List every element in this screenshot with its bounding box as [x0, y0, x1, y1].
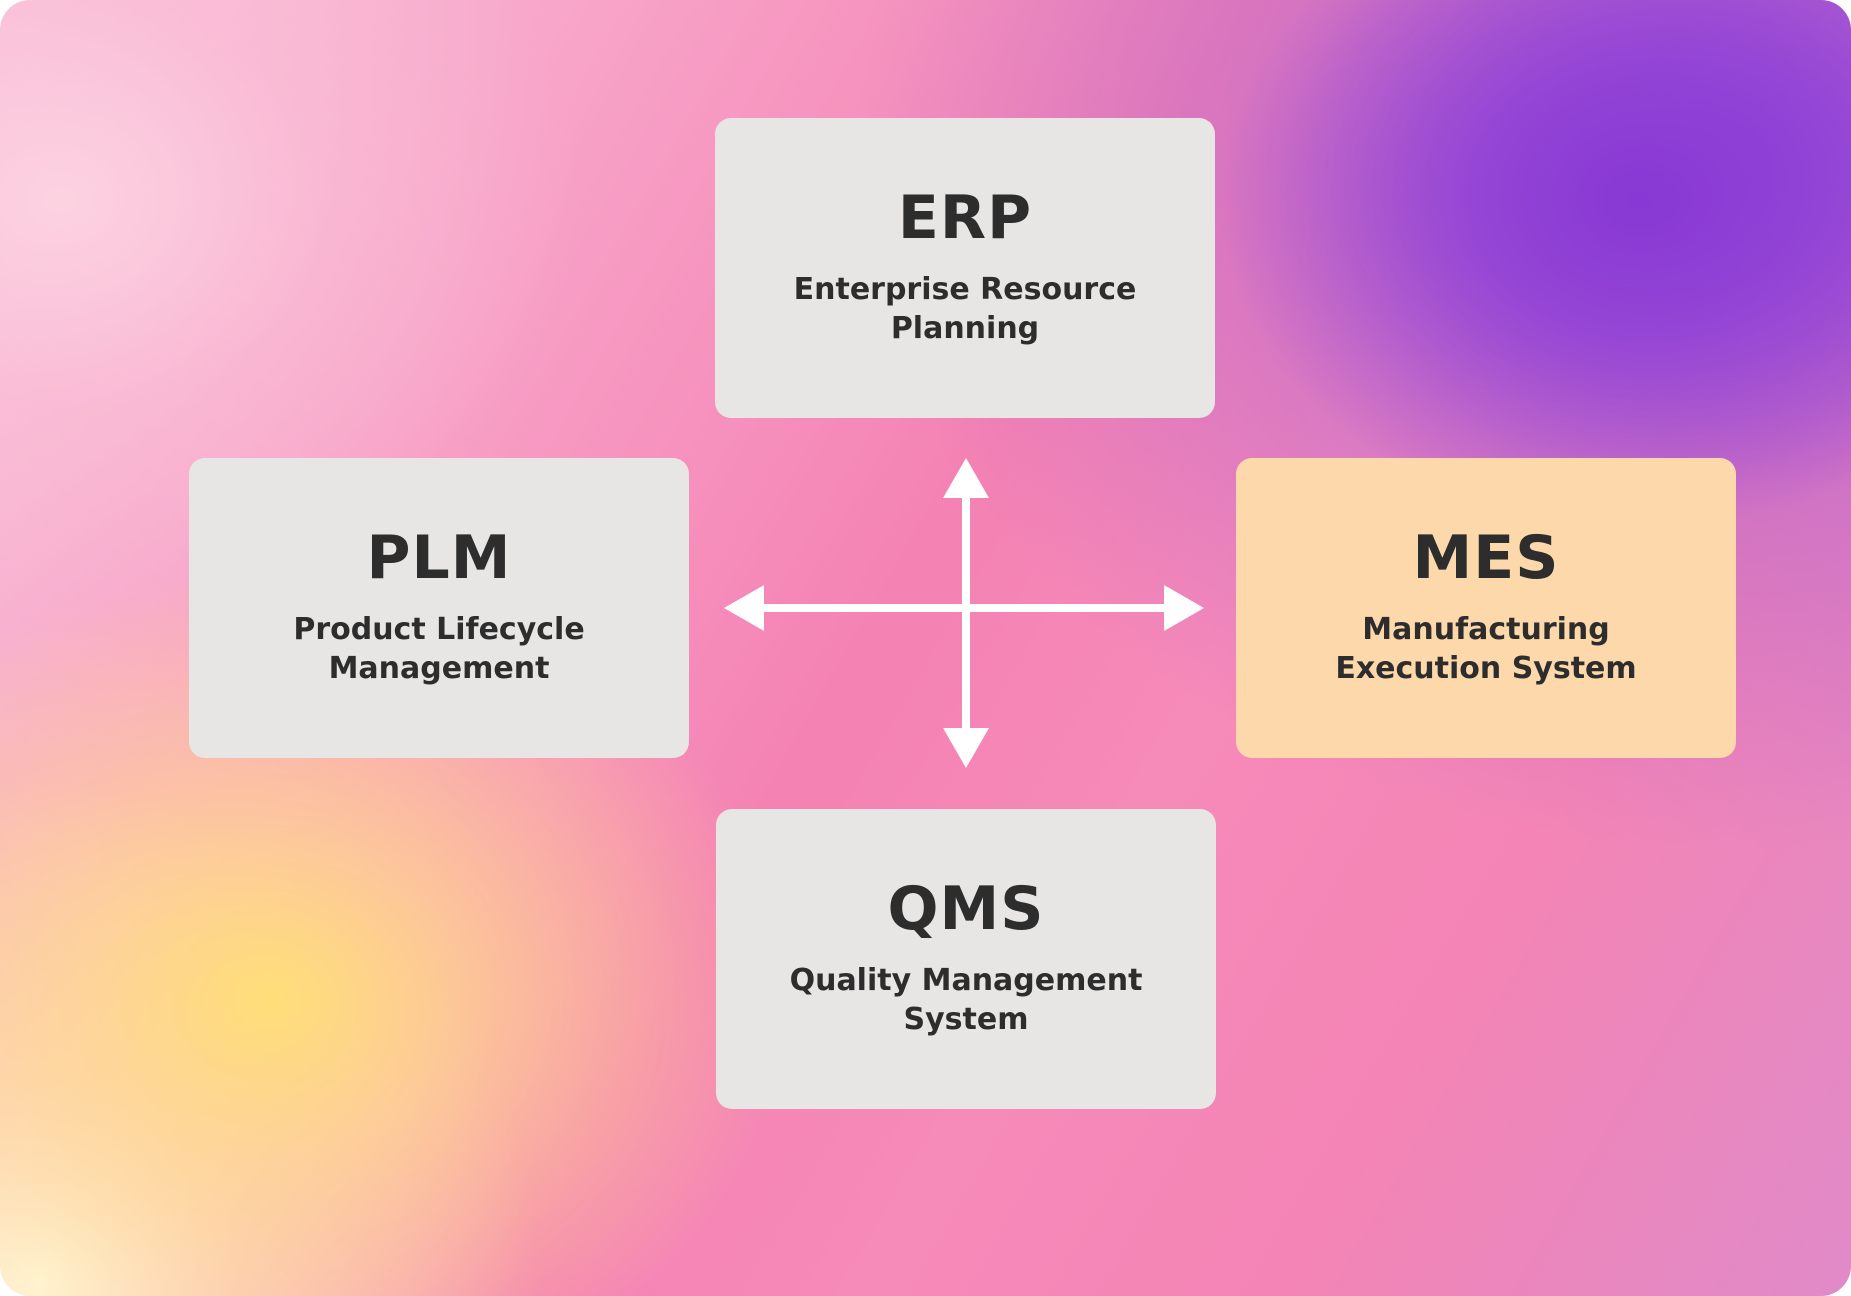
qms-title: QMS: [887, 874, 1045, 944]
qms-subtitle: Quality Management System: [789, 963, 1143, 1037]
horizontal-bidirectional-arrow: [724, 585, 1204, 631]
erp-title: ERP: [897, 183, 1033, 253]
mes-card: MES Manufacturing Execution System: [1236, 458, 1736, 758]
plm-card: PLM Product Lifecycle Management: [189, 458, 689, 758]
plm-title: PLM: [366, 523, 512, 593]
erp-subtitle: Enterprise Resource Planning: [793, 272, 1137, 346]
vertical-bidirectional-arrow: [943, 458, 989, 768]
qms-card: QMS Quality Management System: [716, 809, 1216, 1109]
arrow-up-head: [943, 458, 989, 498]
mes-subtitle: Manufacturing Execution System: [1335, 612, 1637, 686]
plm-subtitle: Product Lifecycle Management: [293, 612, 585, 686]
arrow-down-head: [943, 728, 989, 768]
arrow-right-head: [1164, 585, 1204, 631]
arrow-left-head: [724, 585, 764, 631]
mes-title: MES: [1412, 523, 1560, 593]
erp-card: ERP Enterprise Resource Planning: [715, 118, 1215, 418]
